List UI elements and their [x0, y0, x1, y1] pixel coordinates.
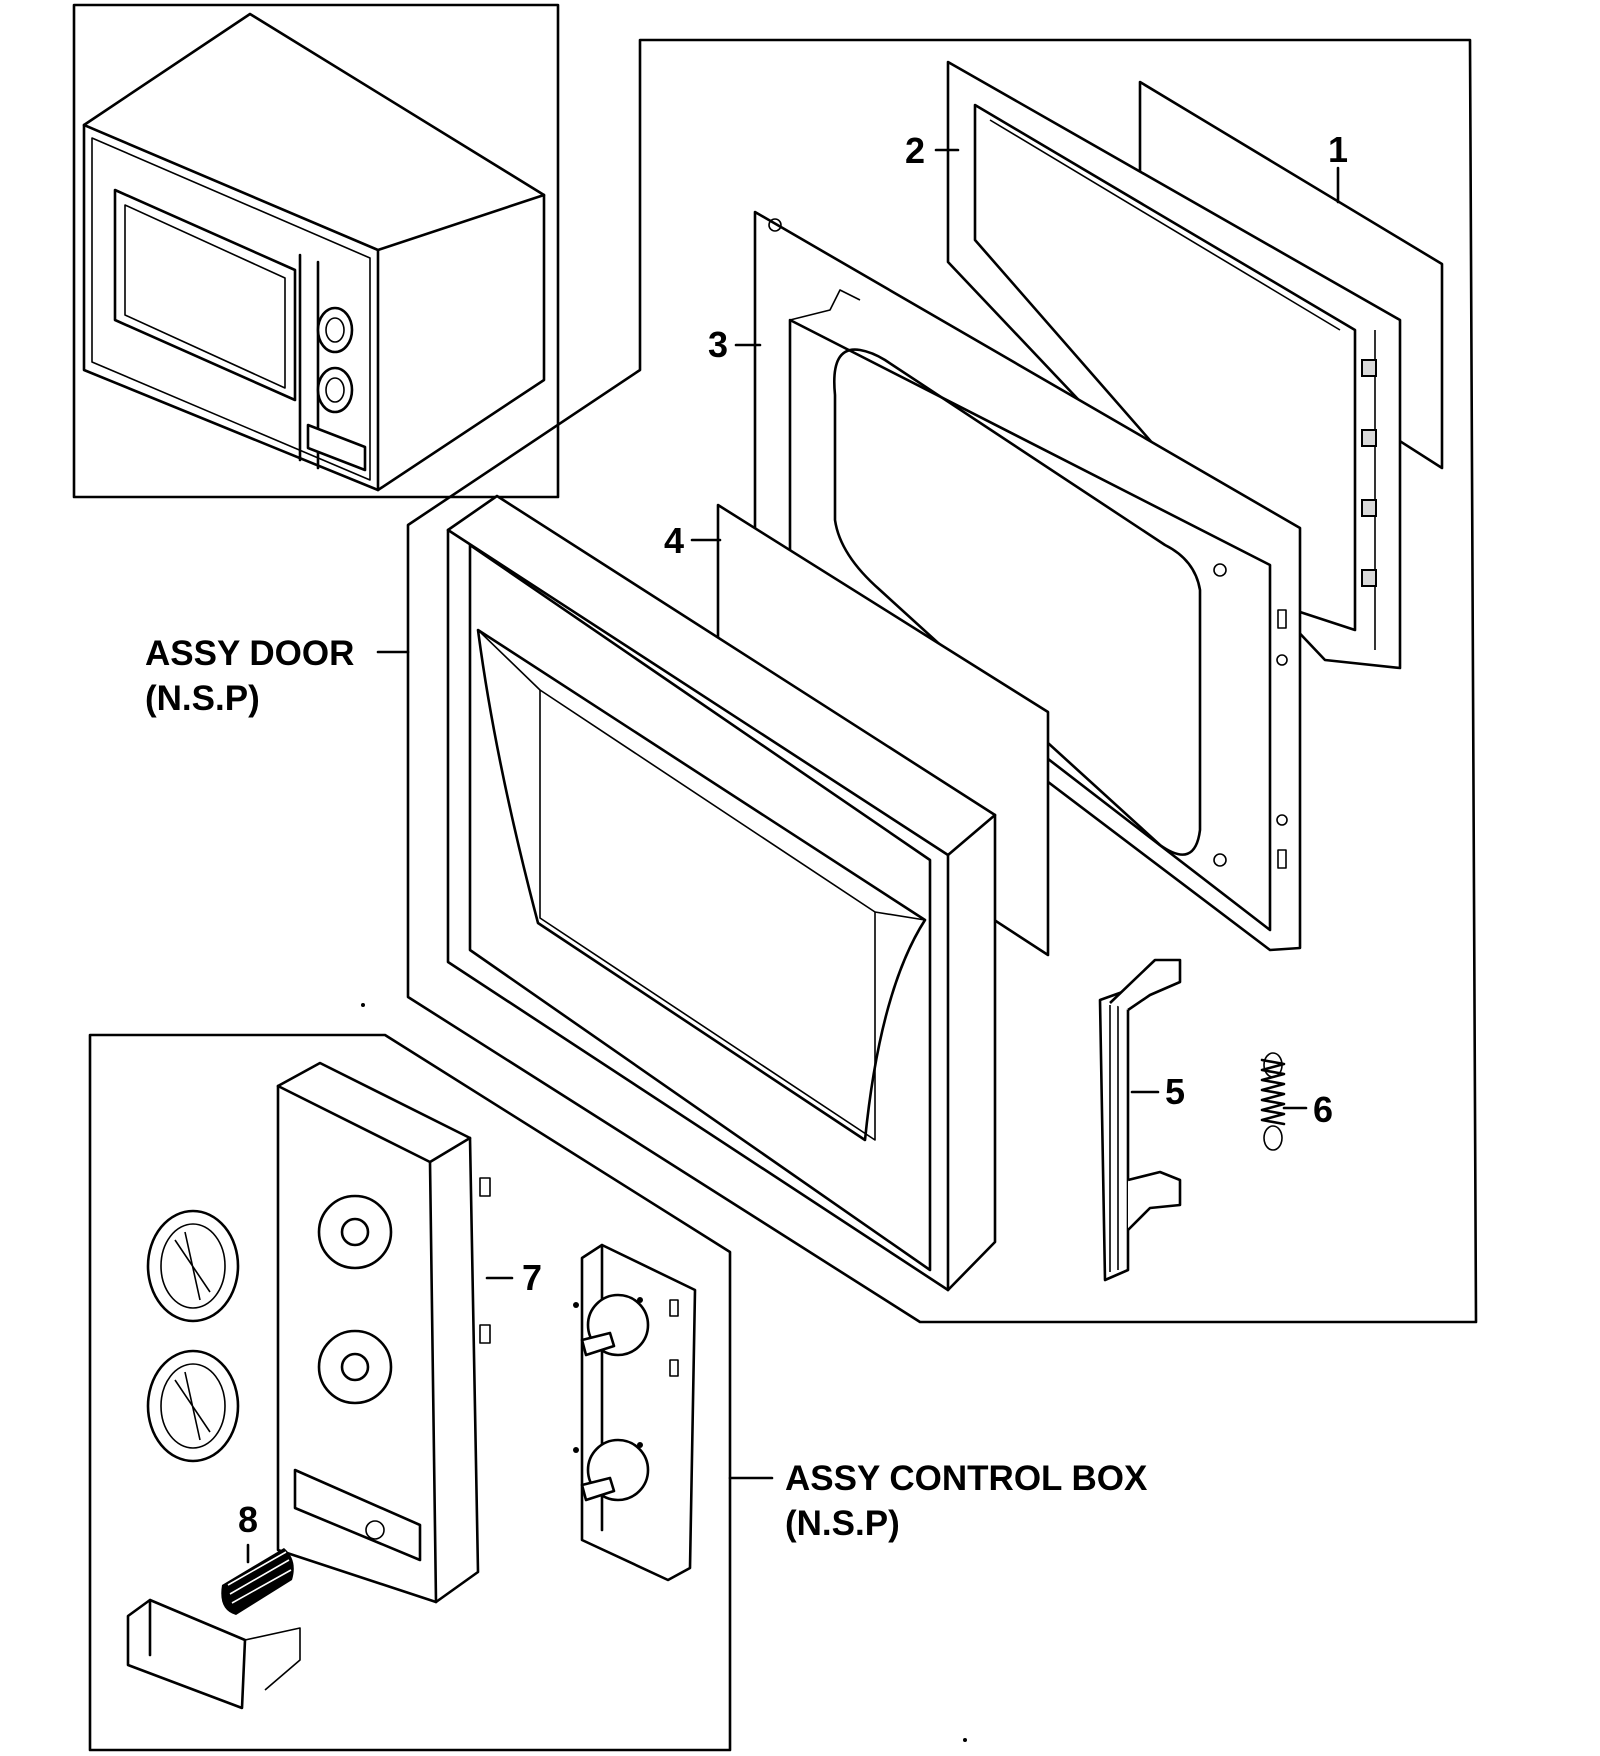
assy-door-note: (N.S.P) [145, 679, 260, 718]
part-7-control-panel [276, 1061, 491, 1604]
control-box-boundary [88, 1033, 732, 1752]
part-2-door-choke-frame [946, 60, 1402, 670]
assy-door-label: ASSY DOOR [145, 634, 354, 673]
microwave-overview-inset [72, 3, 560, 499]
leader-lines [246, 148, 1340, 1564]
callout-8: 8 [238, 1499, 258, 1540]
door-assembly-boundary [406, 38, 1478, 1324]
callout-7: 7 [522, 1257, 542, 1298]
assy-control-box-label: ASSY CONTROL BOX [785, 1459, 1148, 1498]
callout-6: 6 [1313, 1089, 1333, 1130]
part-callouts: 1 2 3 4 5 6 7 8 [238, 129, 1348, 1540]
part-6-spring [1260, 1052, 1286, 1151]
callout-1: 1 [1328, 129, 1348, 170]
assembly-labels: ASSY DOOR (N.S.P) ASSY CONTROL BOX (N.S.… [145, 634, 1148, 1543]
callout-2: 2 [905, 130, 925, 171]
door-front-panel [446, 494, 997, 1292]
assy-control-box-note: (N.S.P) [785, 1504, 900, 1543]
part-5-door-latch [1098, 958, 1182, 1282]
part-8-button-spring [221, 1548, 294, 1615]
control-switch-assembly [573, 1243, 697, 1582]
control-knobs [146, 1209, 240, 1463]
callout-4: 4 [664, 520, 684, 561]
door-release-button [126, 1598, 301, 1710]
callout-5: 5 [1165, 1071, 1185, 1112]
part-3-door-frame [753, 210, 1302, 952]
callout-3: 3 [708, 324, 728, 365]
